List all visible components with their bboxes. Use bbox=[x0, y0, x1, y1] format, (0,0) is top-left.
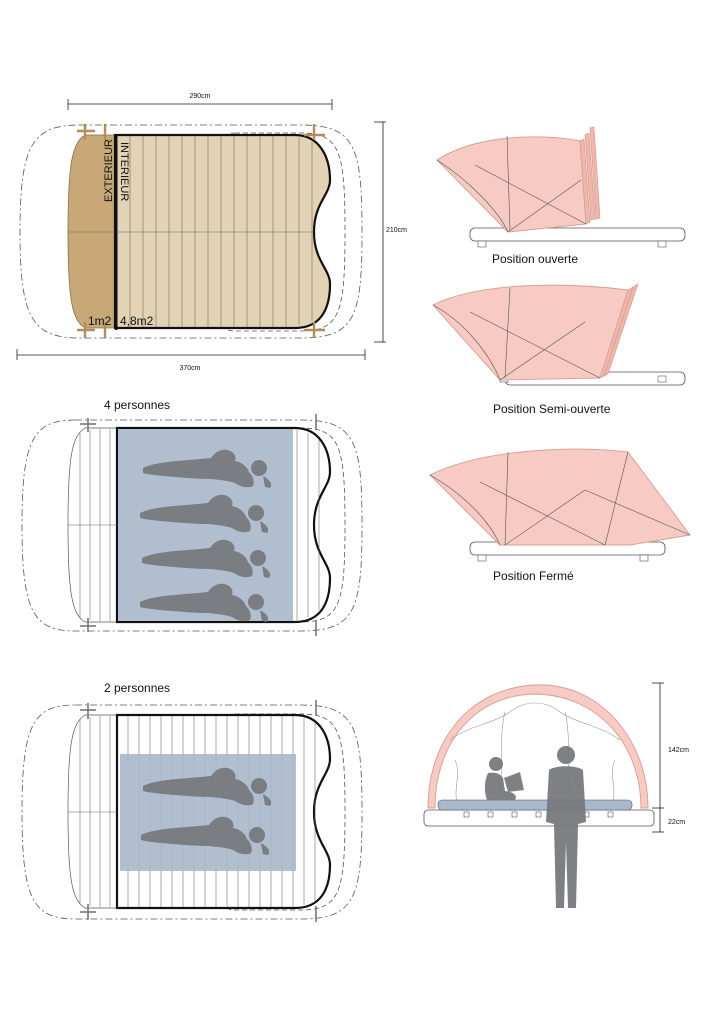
standing-person bbox=[546, 746, 586, 908]
corner-posts bbox=[77, 124, 325, 338]
plan-four-persons bbox=[21, 414, 363, 636]
four-persons-caption: 4 personnes bbox=[104, 398, 170, 412]
dim-canopy-height: 142cm bbox=[668, 747, 689, 754]
zone-interior-label: INTERIEUR bbox=[118, 142, 130, 201]
dim-width-top: 290cm bbox=[189, 93, 210, 100]
area-interior-label: 4,8m2 bbox=[120, 314, 154, 328]
position-semi-open-label: Position Semi-ouverte bbox=[493, 402, 611, 416]
interior-deck bbox=[113, 133, 332, 330]
cross-section: 142cm 22cm bbox=[423, 682, 689, 908]
mattress-four bbox=[118, 429, 293, 621]
position-closed-label: Position Fermé bbox=[493, 569, 574, 583]
elevation-open bbox=[436, 126, 686, 248]
position-open-label: Position ouverte bbox=[492, 252, 578, 266]
plan-two-persons bbox=[21, 700, 363, 922]
zone-exterior-label: EXTERIEUR bbox=[103, 139, 115, 202]
two-persons-caption: 2 personnes bbox=[104, 681, 170, 695]
mattress-two bbox=[120, 754, 296, 871]
dim-width-bottom: 370cm bbox=[179, 365, 200, 372]
sitting-person bbox=[484, 757, 524, 800]
dim-height: 210cm bbox=[386, 227, 407, 234]
deck-slats bbox=[129, 136, 313, 327]
plan-top: 290cm 370cm 210cm EXTERIEUR INTERIEUR 1m… bbox=[16, 93, 407, 372]
elevation-closed bbox=[429, 448, 691, 562]
exterior-deck bbox=[67, 134, 116, 329]
dim-base-height: 22cm bbox=[668, 819, 685, 826]
area-exterior-label: 1m2 bbox=[88, 314, 112, 328]
elevation-semi-open bbox=[432, 283, 686, 386]
